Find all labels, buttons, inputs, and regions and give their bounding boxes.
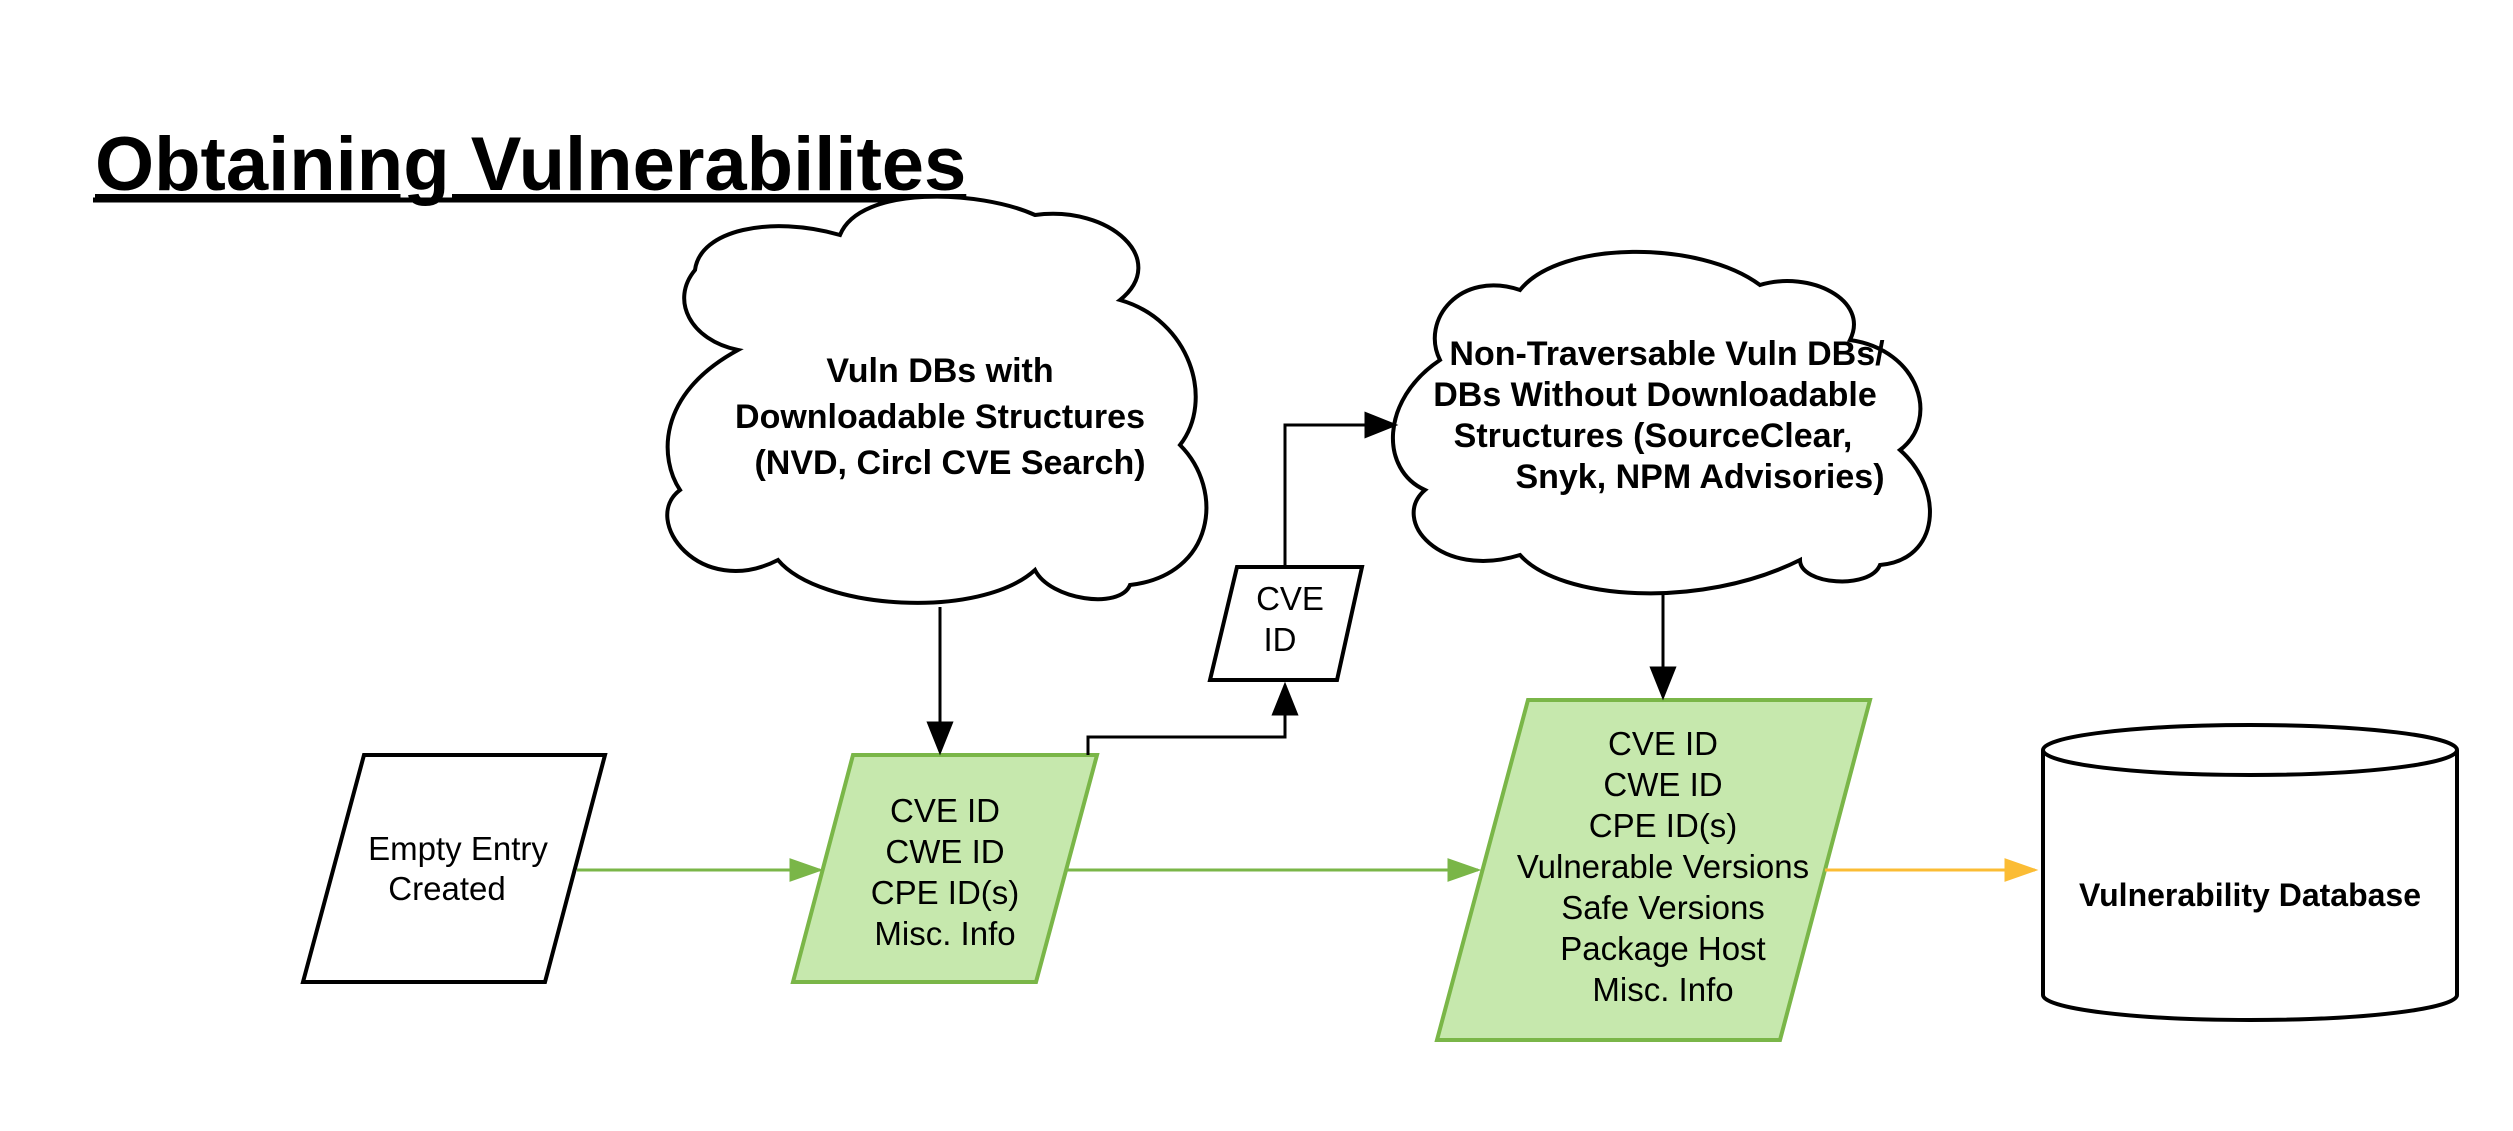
full-record-label: CVE ID CWE ID CPE ID(s) Vulnerable Versi… — [1517, 725, 1809, 1008]
initial-record-line: CWE ID — [885, 833, 1004, 870]
cve-id-token-shape — [1207, 565, 1365, 682]
cve-id-token-line: CVE — [1256, 580, 1324, 617]
page-title: Obtaining Vulnerabilites — [95, 122, 966, 207]
full-record-line: Misc. Info — [1592, 971, 1733, 1008]
initial-record-label: CVE ID CWE ID CPE ID(s) Misc. Info — [871, 792, 1020, 952]
cloud-non-traversable-line: Non-Traversable Vuln DBs/ — [1449, 335, 1885, 373]
full-record-shape — [1434, 698, 1873, 1042]
cve-id-token-line: ID — [1264, 621, 1297, 658]
empty-entry-line: Created — [388, 870, 505, 907]
cloud-downloadable-line: Vuln DBs with — [826, 352, 1053, 390]
cloud-non-traversable-line: DBs Without Downloadable — [1433, 376, 1877, 414]
cloud-downloadable-line: Downloadable Structures — [735, 398, 1145, 436]
vuln-database-cylinder — [2041, 723, 2459, 1022]
cloud-downloadable-shape — [665, 194, 1209, 605]
initial-record-shape — [790, 753, 1100, 984]
empty-entry-line: Empty Entry — [368, 830, 548, 867]
cloud-non-traversable-line: Snyk, NPM Advisories) — [1515, 458, 1884, 496]
cloud-non-traversable-label: Non-Traversable Vuln DBs/ DBs Without Do… — [1433, 335, 1885, 496]
full-record-line: Package Host — [1560, 930, 1765, 967]
full-record-line: CVE ID — [1608, 725, 1718, 762]
empty-entry-shape — [300, 753, 608, 984]
cloud-downloadable-line: (NVD, Circl CVE Search) — [754, 444, 1145, 482]
full-record-line: CWE ID — [1603, 766, 1722, 803]
full-record-line: CPE ID(s) — [1589, 807, 1738, 844]
full-record-line: Vulnerable Versions — [1517, 848, 1809, 885]
cloud-non-traversable-shape — [1391, 249, 1932, 596]
cloud-non-traversable-line: Structures (SourceClear, — [1454, 417, 1853, 455]
connector-cve-token-to-cloud2 — [1283, 411, 1399, 567]
full-record-line: Safe Versions — [1561, 889, 1765, 926]
vuln-database-label: Vulnerability Database — [2079, 877, 2421, 913]
initial-record-line: CVE ID — [890, 792, 1000, 829]
initial-record-line: Misc. Info — [874, 915, 1015, 952]
cloud-downloadable-label: Vuln DBs with Downloadable Structures (N… — [735, 352, 1146, 482]
connector-initial-to-cve-token — [1086, 681, 1299, 755]
initial-record-line: CPE ID(s) — [871, 874, 1020, 911]
